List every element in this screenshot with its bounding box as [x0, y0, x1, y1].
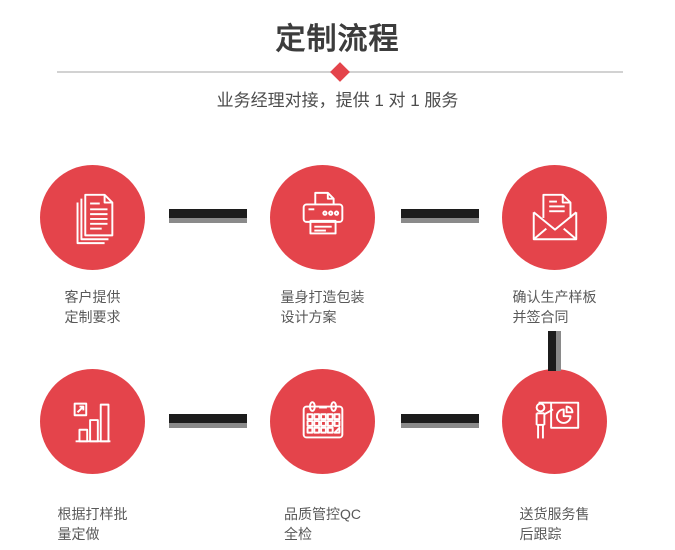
step-qc-inspection: 品质管控QC 全检	[270, 369, 375, 542]
step-circle	[502, 369, 607, 474]
connector-step2-step3	[401, 209, 479, 223]
connector-step5-step6	[401, 414, 479, 428]
step-label: 量身打造包装 设计方案	[280, 289, 365, 325]
step-circle	[270, 369, 375, 474]
printer-icon	[302, 191, 343, 234]
step-circle	[270, 165, 375, 270]
connector-step1-step2	[169, 209, 247, 223]
step-customer-requirements: 客户提供 定制要求	[40, 165, 145, 325]
step-label: 根据打样批 量定做	[57, 506, 128, 542]
step-packaging-design: 量身打造包装 设计方案	[270, 165, 375, 325]
connector-step3-step6	[548, 331, 561, 371]
step-label: 送货服务售 后跟踪	[519, 506, 590, 542]
step-label: 品质管控QC 全检	[284, 506, 361, 542]
bar-chart-icon	[73, 402, 110, 442]
documents-icon	[76, 193, 113, 244]
page-title: 定制流程	[275, 23, 400, 56]
diamond-icon	[330, 62, 350, 82]
step-sample-confirmation: 确认生产样板 并签合同	[502, 165, 607, 325]
step-label: 确认生产样板 并签合同	[512, 289, 597, 325]
step-circle	[40, 165, 145, 270]
presenter-icon	[535, 401, 579, 438]
envelope-icon	[532, 193, 577, 240]
calendar-icon	[302, 400, 343, 438]
step-circle	[40, 369, 145, 474]
step-circle	[502, 165, 607, 270]
page-subtitle: 业务经理对接，提供 1 对 1 服务	[216, 91, 459, 110]
step-batch-production: 根据打样批 量定做	[40, 369, 145, 542]
step-label: 客户提供 定制要求	[64, 289, 121, 325]
connector-step4-step5	[169, 414, 247, 428]
divider-line	[57, 62, 623, 82]
step-delivery-tracking: 送货服务售 后跟踪	[502, 369, 607, 542]
